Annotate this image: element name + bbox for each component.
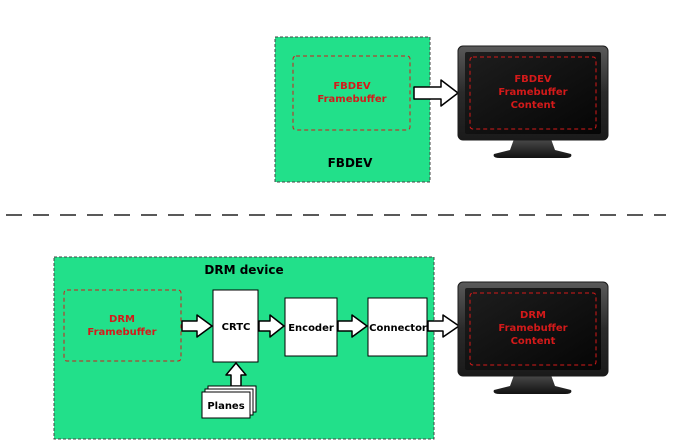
- planes-to-crtc-arrow: [225, 362, 247, 387]
- crtc-block: [212, 289, 259, 363]
- crtc-label: CRTC: [222, 322, 251, 333]
- drm-section: DRM device DRM Framebuffer CRTC Encoder …: [53, 256, 609, 440]
- drm-monitor-label-line3: Content: [511, 336, 556, 347]
- fbdev-framebuffer-label-line2: Framebuffer: [317, 94, 386, 105]
- fbdev-monitor-icon: FBDEV Framebuffer Content: [457, 45, 609, 158]
- crtc-to-encoder-arrow: [258, 314, 285, 338]
- encoder-label: Encoder: [288, 323, 334, 334]
- planes-stack: Planes: [201, 385, 257, 419]
- drm-monitor-icon: DRM Framebuffer Content: [457, 281, 609, 394]
- framebuffer-to-crtc-arrow: [181, 314, 213, 338]
- drm-monitor-label-line1: DRM: [520, 310, 546, 321]
- fbdev-framebuffer-label-line1: FBDEV: [333, 81, 371, 92]
- encoder-to-connector-arrow: [337, 314, 368, 338]
- drm-device-label: DRM device: [204, 263, 283, 277]
- drm-monitor-label-line2: Framebuffer: [498, 323, 567, 334]
- planes-label: Planes: [207, 401, 244, 412]
- connector-to-monitor-arrow: [427, 314, 460, 338]
- fbdev-monitor-label-line1: FBDEV: [514, 74, 552, 85]
- drm-framebuffer-box: [63, 289, 182, 362]
- drm-framebuffer-label-line1: DRM: [109, 314, 135, 325]
- fbdev-device-box: [274, 36, 431, 183]
- connector-block: [367, 297, 428, 357]
- drm-framebuffer-label-line2: Framebuffer: [87, 327, 156, 338]
- fbdev-framebuffer-box: [292, 55, 411, 131]
- encoder-block: [284, 297, 338, 357]
- fbdev-monitor-label-line2: Framebuffer: [498, 87, 567, 98]
- fbdev-section: FBDEV Framebuffer FBDEV FBDEV Framebuffe…: [274, 36, 609, 183]
- connector-label: Connector: [369, 323, 427, 334]
- fbdev-monitor-label-line3: Content: [511, 100, 556, 111]
- fbdev-to-monitor-arrow: [413, 79, 459, 107]
- fbdev-device-label: FBDEV: [328, 156, 374, 170]
